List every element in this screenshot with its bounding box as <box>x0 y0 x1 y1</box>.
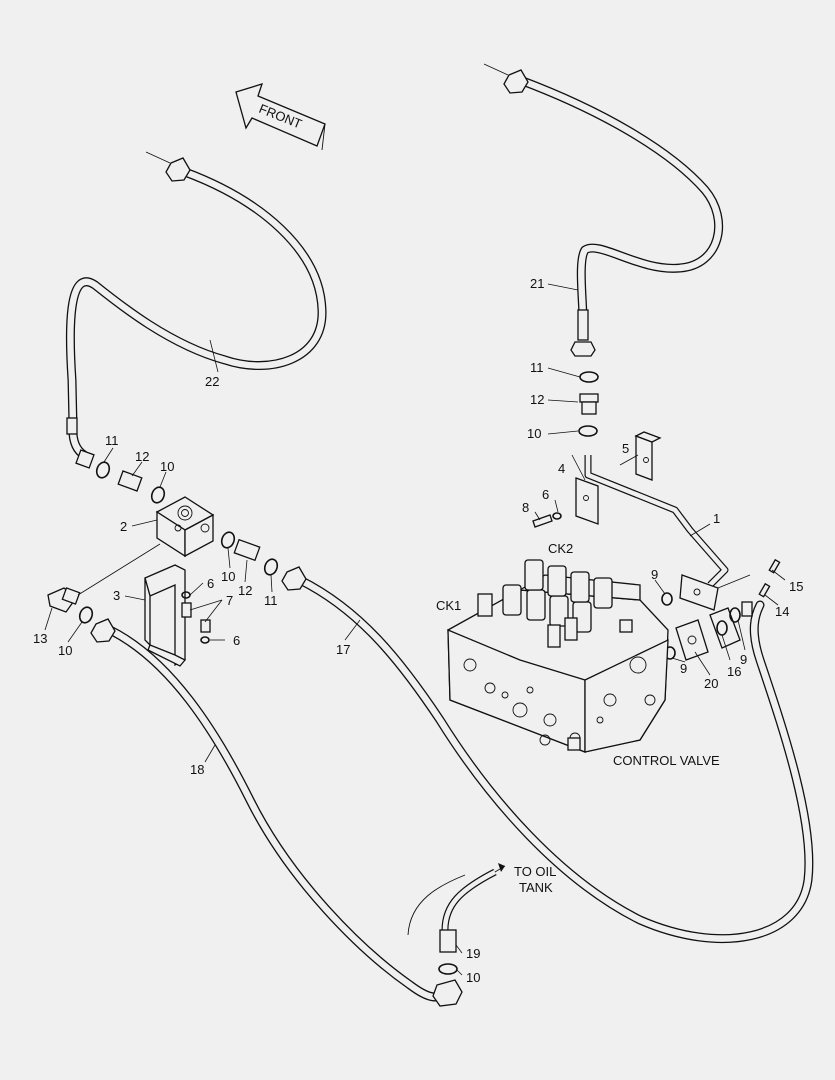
fitting-13 <box>47 543 161 624</box>
oil-tank-label-line1: TO OIL <box>514 864 556 879</box>
control-valve-label: CONTROL VALVE <box>613 753 720 768</box>
callout-labels: 22 21 11 12 10 11 12 10 2 3 6 7 6 10 12 … <box>33 276 803 985</box>
clamp-parts <box>532 431 662 528</box>
callout-10-mid: 10 <box>221 569 235 584</box>
leader-lines <box>44 283 786 976</box>
callout-4: 4 <box>558 461 565 476</box>
hose-17 <box>281 566 814 944</box>
callout-10-lower-left: 10 <box>58 643 72 658</box>
callout-9-lower: 9 <box>680 661 687 676</box>
text-labels: CK2 CK1 CONTROL VALVE TO OIL TANK <box>436 541 720 895</box>
callout-9-right: 9 <box>740 652 747 667</box>
callout-3: 3 <box>113 588 120 603</box>
oil-tank-elbow <box>407 863 506 1007</box>
callout-9-upper: 9 <box>651 567 658 582</box>
left-fittings-lower <box>220 531 279 576</box>
hose-22 <box>65 151 327 460</box>
callout-10-left: 10 <box>160 459 174 474</box>
pipe-1 <box>584 455 751 611</box>
callout-21: 21 <box>530 276 544 291</box>
callout-15: 15 <box>789 579 803 594</box>
callout-8: 8 <box>522 500 529 515</box>
block-2 <box>155 496 215 558</box>
callout-11-left: 11 <box>105 433 119 448</box>
callout-19: 19 <box>466 946 480 961</box>
callout-20: 20 <box>704 676 718 691</box>
flange-parts <box>661 558 781 661</box>
oil-tank-label-line2: TANK <box>519 880 553 895</box>
callout-13: 13 <box>33 631 47 646</box>
callout-12-right: 12 <box>530 392 544 407</box>
callout-16: 16 <box>727 664 741 679</box>
callout-1: 1 <box>713 511 720 526</box>
callout-10-right: 10 <box>527 426 541 441</box>
hose-21 <box>483 63 724 357</box>
callout-5: 5 <box>622 441 629 456</box>
callout-7: 7 <box>226 593 233 608</box>
callout-10-bottom: 10 <box>466 970 480 985</box>
callout-6-upper: 6 <box>207 576 214 591</box>
callout-12-mid: 12 <box>238 583 252 598</box>
callout-6-right: 6 <box>542 487 549 502</box>
callout-14: 14 <box>775 604 789 619</box>
callout-22: 22 <box>205 374 219 389</box>
left-fittings-upper <box>75 449 166 504</box>
callout-17: 17 <box>336 642 350 657</box>
hose-18 <box>90 618 450 1002</box>
callout-2: 2 <box>120 519 127 534</box>
callout-6-lower: 6 <box>233 633 240 648</box>
bracket-3 <box>144 564 211 667</box>
right-fittings <box>578 371 599 437</box>
callout-12-left: 12 <box>135 449 149 464</box>
port-label-ck2: CK2 <box>548 541 573 556</box>
callout-11-mid: 11 <box>264 593 278 608</box>
callout-18: 18 <box>190 762 204 777</box>
front-direction-arrow: FRONT <box>235 83 326 151</box>
callout-11-right: 11 <box>530 360 544 375</box>
port-label-ck1: CK1 <box>436 598 461 613</box>
control-valve <box>447 559 669 753</box>
